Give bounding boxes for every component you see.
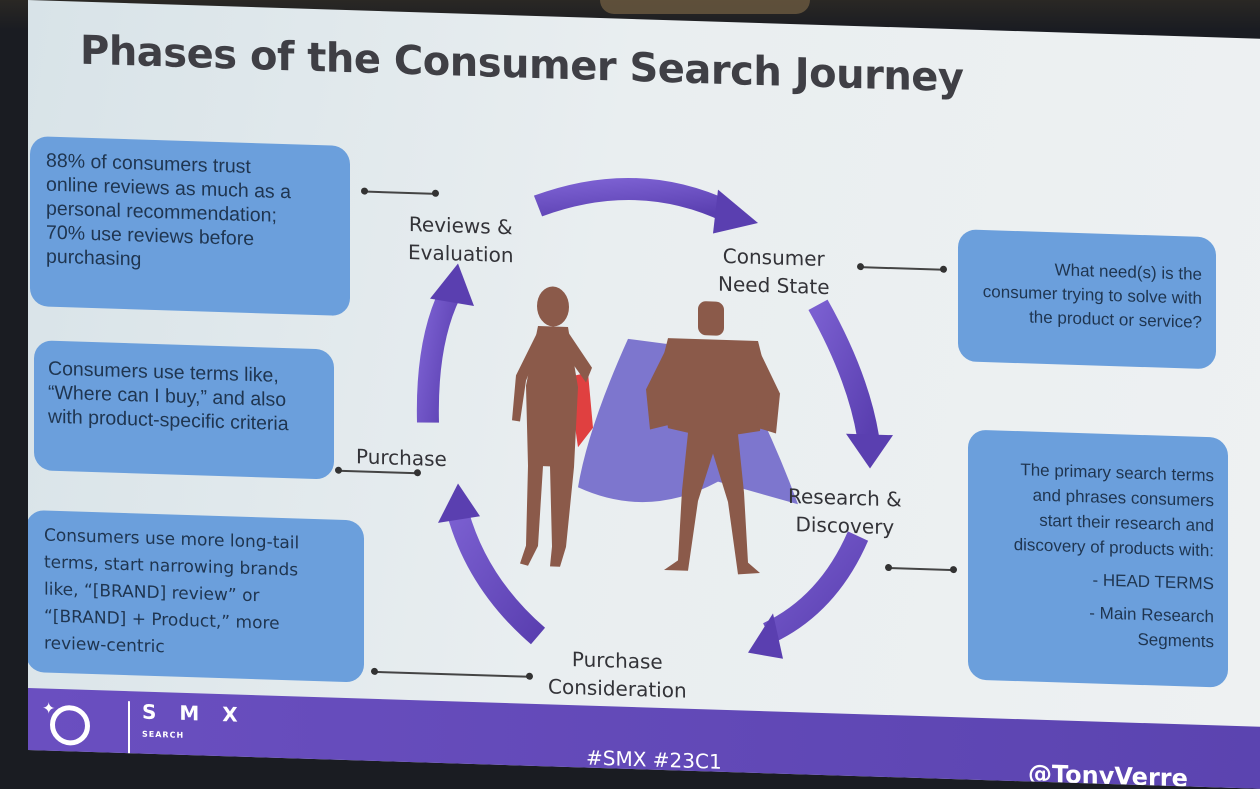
footer-brand-subtitle: SEARCH (142, 729, 185, 740)
projected-slide: Phases of the Consumer Search Journey 88… (28, 0, 1260, 789)
research-note-box: The primary search terms and phrases con… (968, 429, 1228, 688)
phase-label-line: Purchase (571, 647, 663, 674)
footer-divider (128, 701, 130, 762)
phase-label-line: Consumer (722, 243, 825, 272)
phase-purchase: Purchase (356, 444, 447, 472)
phase-consumer-need-state: Consumer Need State (718, 242, 830, 302)
ceiling-lamp (600, 0, 810, 14)
footer-handle: @TonyVerre (1028, 759, 1188, 789)
phase-reviews-evaluation: Reviews & Evaluation (408, 210, 514, 269)
phase-research-discovery: Research & Discovery (788, 482, 902, 542)
hero-silhouette (646, 301, 780, 575)
arrow-need-to-research (808, 299, 893, 469)
slide-title: Phases of the Consumer Search Journey (80, 27, 964, 102)
reviews-note-box: 88% of consumers trust online reviews as… (30, 136, 350, 317)
arrow-purchase-to-reviews (416, 263, 474, 423)
footer-brand: S M X (142, 699, 246, 727)
phase-label-line: Reviews & (408, 211, 513, 240)
phase-label-line: Research & (788, 483, 902, 512)
arrow-consideration-to-purchase (438, 483, 546, 645)
phase-label-line: Need State (718, 271, 830, 300)
arrow-reviews-to-need (533, 177, 758, 234)
purchase-note-box: Consumers use terms like, “Where can I b… (34, 340, 334, 480)
phase-label-line: Consideration (548, 674, 687, 703)
smx-logo-icon (50, 704, 90, 746)
sparkle-icon: ✦ (42, 698, 56, 718)
phase-label-line: Evaluation (408, 239, 514, 268)
phase-label-line: Discovery (795, 512, 895, 540)
heroine-silhouette (512, 286, 592, 567)
phase-purchase-consideration: Purchase Consideration (548, 644, 687, 704)
need-note-box: What need(s) is the consumer trying to s… (958, 229, 1216, 370)
consideration-note-box: Consumers use more long-tail terms, star… (28, 509, 364, 683)
arrow-research-to-consideration (748, 531, 869, 659)
bullet-head-terms: - HEAD TERMS (1092, 570, 1214, 594)
journey-cycle-graphic (416, 177, 893, 659)
